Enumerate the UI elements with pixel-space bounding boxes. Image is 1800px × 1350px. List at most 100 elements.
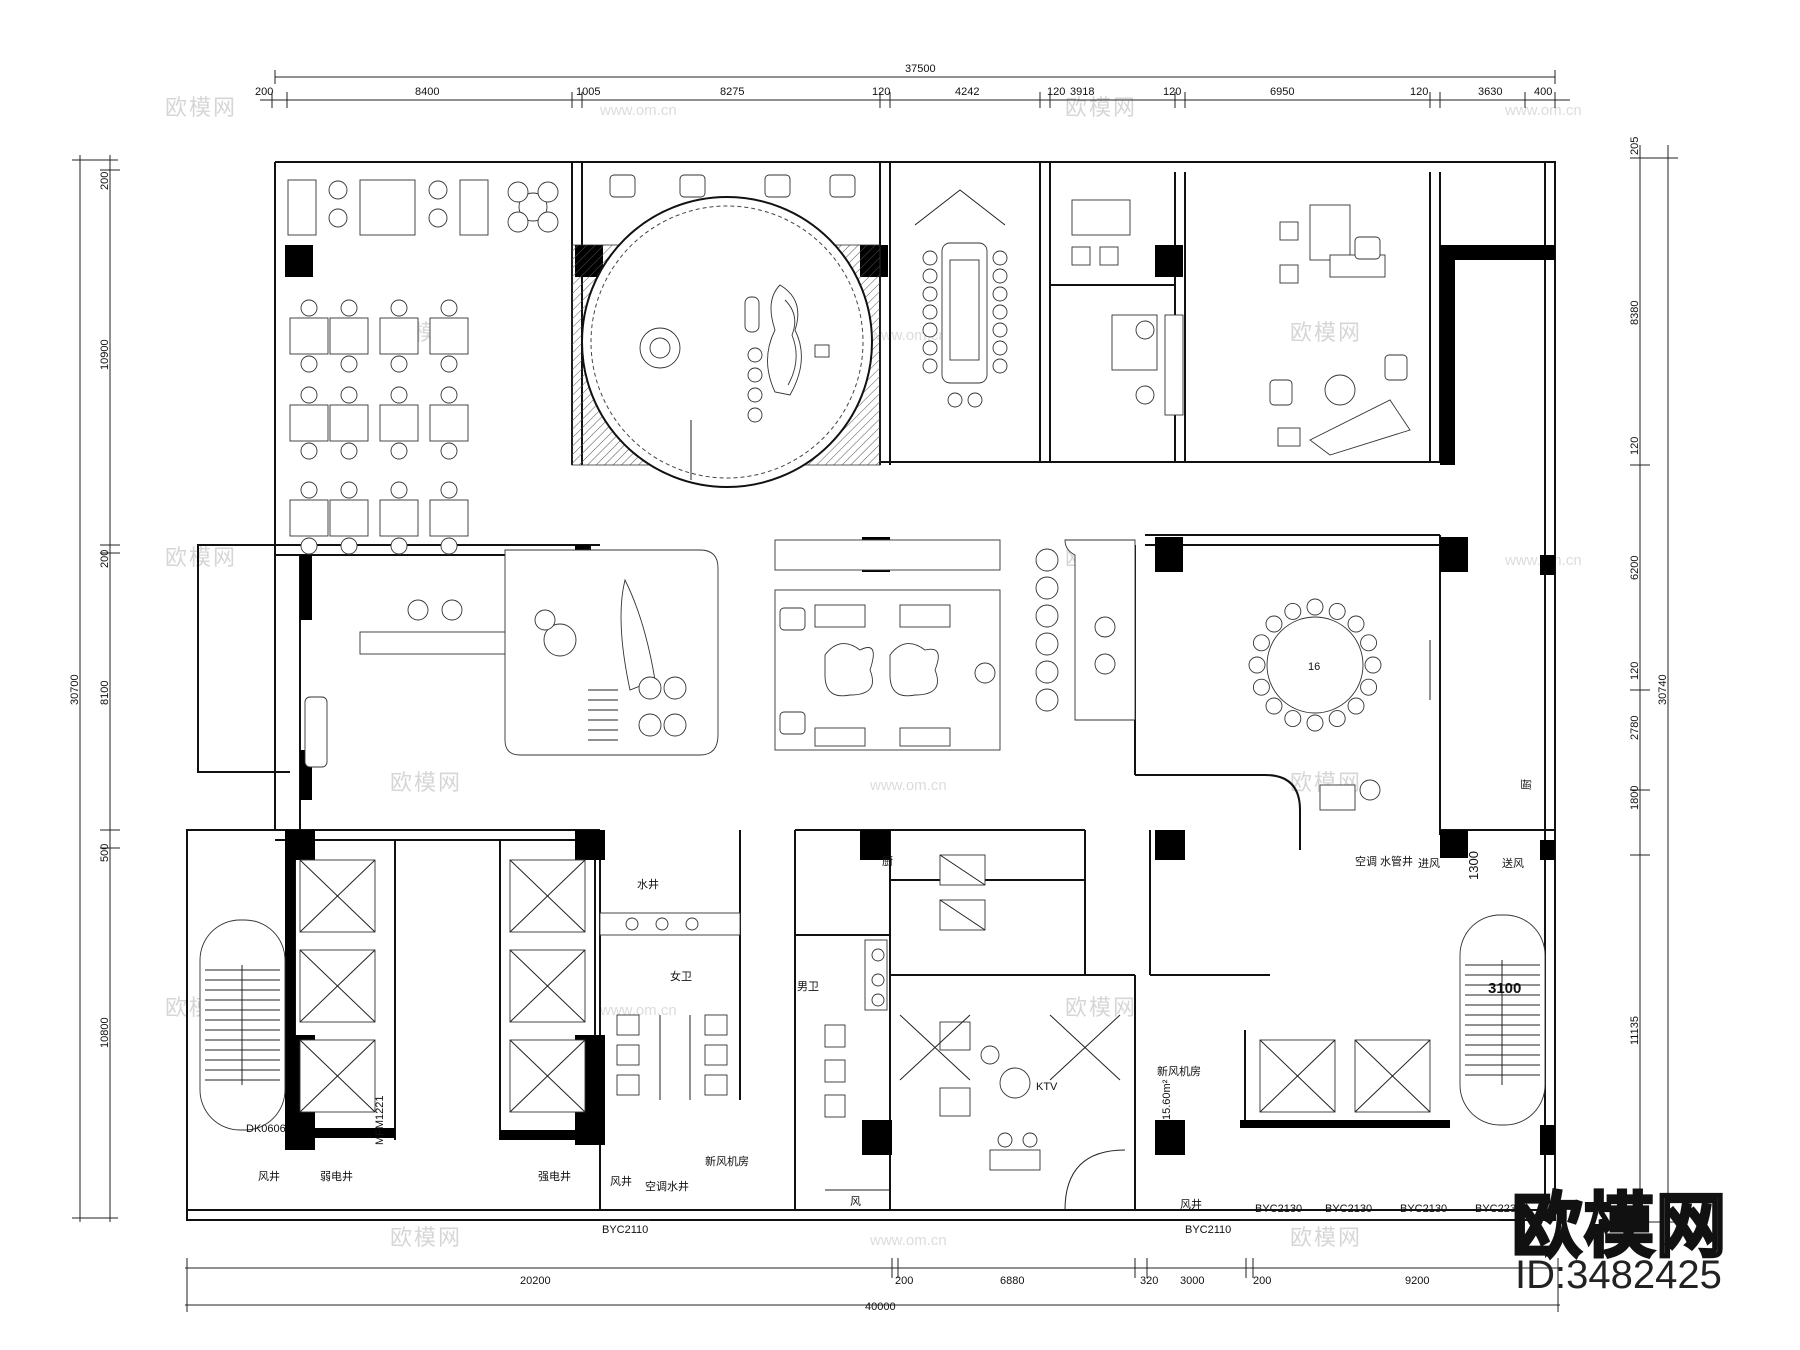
watermark: 欧模网	[1065, 995, 1137, 1020]
dim-top-total: 37500	[905, 63, 936, 75]
dim-bottom-seg: 6880	[1000, 1275, 1024, 1287]
chair	[340, 442, 358, 460]
chair	[300, 481, 318, 499]
chair	[440, 386, 458, 404]
chair	[1328, 602, 1346, 620]
chair	[1284, 602, 1302, 620]
desk	[379, 404, 419, 442]
chair	[390, 481, 408, 499]
dim-right-seg: 11135	[1629, 1016, 1641, 1045]
dim-top-seg: 400	[1534, 86, 1552, 98]
desk	[429, 404, 469, 442]
chair	[1306, 714, 1324, 732]
label-window: BYC2130	[1325, 1203, 1372, 1215]
chair	[340, 299, 358, 317]
chair	[922, 268, 938, 284]
dim-right-total: 30740	[1657, 674, 1669, 705]
dim-top-seg: 3918	[1070, 86, 1094, 98]
label-window: BYC2130	[1400, 1203, 1447, 1215]
watermark: 欧模网	[165, 545, 237, 570]
top-dimensions: 37500 200 8400 1005 8275 120 4242 120 39…	[255, 63, 1570, 108]
watermark: 欧模网	[165, 95, 237, 120]
elevator-cross	[299, 859, 376, 933]
label-ac-pipe-shaft: 空调 水管井	[1355, 854, 1413, 868]
dim-right-seg: 120	[1629, 662, 1641, 680]
dim-top-seg: 200	[255, 86, 273, 98]
label-exhaust-air: 送风	[1502, 856, 1524, 870]
watermark-url: www.om.cn	[599, 102, 677, 119]
dim-top-seg: 1005	[576, 86, 600, 98]
chair	[922, 286, 938, 302]
brand-id: ID:3482425	[1515, 1253, 1722, 1297]
dim-top-seg: 8400	[415, 86, 439, 98]
chair	[922, 358, 938, 374]
dim-top-seg: 3630	[1478, 86, 1502, 98]
stool	[1035, 576, 1059, 600]
chair	[922, 340, 938, 356]
meeting-room-top	[914, 189, 1008, 408]
chair	[390, 355, 408, 373]
label-air-shaft: 风井	[258, 1169, 280, 1183]
chair	[340, 481, 358, 499]
label-opening: DK0606	[246, 1123, 286, 1135]
chair	[440, 355, 458, 373]
desk	[429, 499, 469, 537]
watermark: 欧模网	[390, 770, 462, 795]
private-offices	[1071, 199, 1411, 456]
chair	[300, 537, 318, 555]
desk	[379, 317, 419, 355]
dim-top-seg: 6950	[1270, 86, 1294, 98]
chair	[922, 250, 938, 266]
label-water-shaft: 水井	[637, 877, 659, 891]
chair	[1360, 678, 1378, 696]
label-air-shaft: 风	[850, 1195, 861, 1208]
label-window: BYC2110	[1185, 1224, 1231, 1236]
interior-walls	[275, 162, 1555, 1210]
watermark: 欧模网	[1065, 95, 1137, 120]
reception	[304, 549, 719, 768]
label-air-shaft: 风井	[610, 1174, 632, 1188]
dim-left-seg: 10800	[99, 1017, 111, 1048]
dim-bottom-seg: 200	[895, 1275, 913, 1287]
chair	[1248, 656, 1266, 674]
dim-right-seg: 2780	[1629, 716, 1641, 740]
watermark-url: www.om.cn	[1504, 102, 1582, 119]
chair	[992, 250, 1008, 266]
label-strong-current-shaft: 强电井	[538, 1169, 571, 1183]
chair	[340, 537, 358, 555]
chair	[390, 442, 408, 460]
elevator-cross	[509, 1039, 586, 1113]
room-labels: 水井 女卫 男卫 弱电井 强电井 风井 风井 风井 风 空调水井 空调 水管井 …	[258, 779, 1533, 1211]
elevator-cross	[509, 949, 586, 1023]
label-window: BYC2230	[1475, 1203, 1522, 1215]
dim-left-seg: 500	[99, 844, 111, 862]
label-dim-1300: 1300	[1466, 851, 1481, 880]
label-fresh-air-room: 新风机房	[1157, 1064, 1201, 1078]
conference-room-16: 16	[1248, 598, 1431, 732]
chair	[1347, 697, 1365, 715]
central-lounge	[774, 539, 1001, 751]
dim-right-seg: 205	[1629, 137, 1641, 155]
chair	[1284, 710, 1302, 728]
label-window: BYC2110	[602, 1224, 648, 1236]
left-dimensions: 200 10900 200 8100 500 10800 30700	[69, 155, 120, 1222]
stool	[1035, 660, 1059, 684]
dim-top-seg: 8275	[720, 86, 744, 98]
dim-top-seg: 4242	[955, 86, 979, 98]
chair	[992, 358, 1008, 374]
dim-right-seg: 120	[1629, 437, 1641, 455]
dim-bottom-seg: 200	[1253, 1275, 1271, 1287]
elevator-cross	[509, 859, 586, 933]
chair	[1360, 634, 1378, 652]
desk	[429, 317, 469, 355]
label-ktv: KTV	[1036, 1081, 1058, 1093]
stool	[1035, 604, 1059, 628]
chair	[1347, 615, 1365, 633]
desk	[379, 499, 419, 537]
desk	[329, 404, 369, 442]
elevator-core	[199, 859, 1546, 1131]
chair	[992, 340, 1008, 356]
chair	[440, 481, 458, 499]
watermark: 欧模网	[1290, 320, 1362, 345]
